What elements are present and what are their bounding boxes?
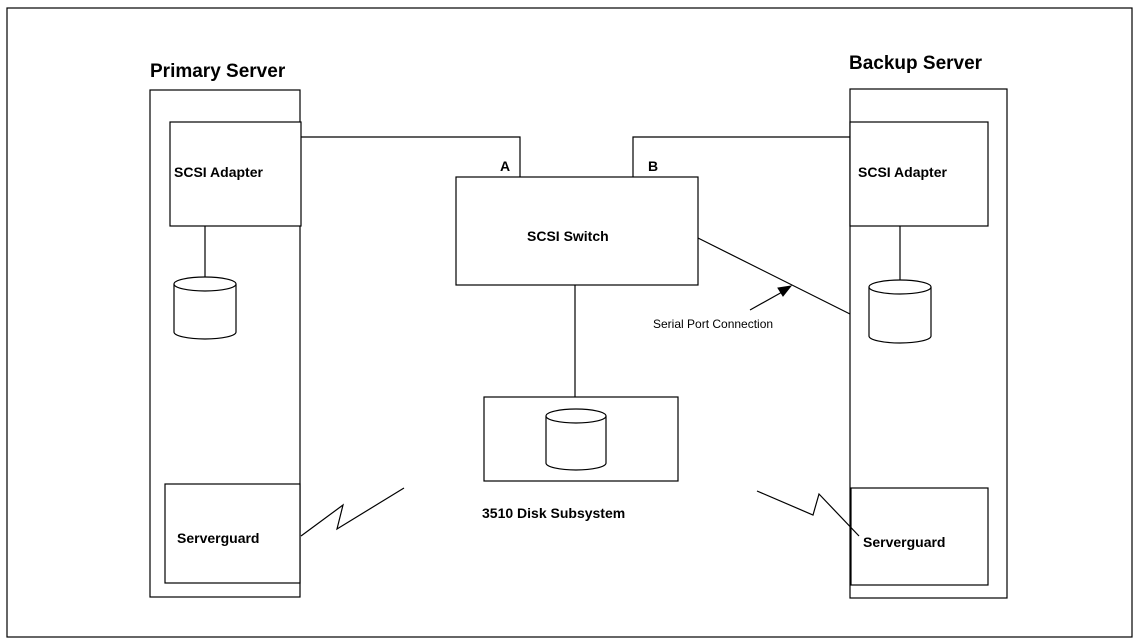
primary-serverguard-label: Serverguard <box>177 530 259 546</box>
primary-heartbeat-link <box>300 487 405 537</box>
primary-serverguard-box <box>164 483 301 584</box>
backup-server-title: Backup Server <box>849 53 983 74</box>
serial-port-connection-label: Serial Port Connection <box>653 317 773 331</box>
scsi-switch-box <box>455 176 699 286</box>
backup-scsi-adapter-box <box>849 121 989 227</box>
disk-subsystem-label: 3510 Disk Subsystem <box>482 505 625 521</box>
backup-disk-icon <box>868 279 932 344</box>
primary-disk-icon <box>173 276 237 340</box>
backup-scsi-adapter-label: SCSI Adapter <box>858 164 947 180</box>
primary-to-switch-cable <box>301 136 521 177</box>
primary-server-title: Primary Server <box>150 61 286 82</box>
primary-scsi-adapter-box <box>169 121 302 227</box>
serial-port-arrow <box>749 285 793 311</box>
backup-serverguard-box <box>850 487 989 586</box>
switch-port-b-label: B <box>648 158 658 174</box>
backup-serverguard-label: Serverguard <box>863 534 945 550</box>
diagram-border <box>6 7 1133 638</box>
switch-port-a-label: A <box>500 158 510 174</box>
backup-heartbeat-link <box>756 490 860 537</box>
scsi-switch-label: SCSI Switch <box>527 228 609 244</box>
disk-subsystem-disk-icon <box>545 408 607 471</box>
primary-scsi-adapter-label: SCSI Adapter <box>174 164 263 180</box>
backup-to-switch-cable <box>632 136 850 177</box>
serial-port-cable <box>697 237 851 315</box>
